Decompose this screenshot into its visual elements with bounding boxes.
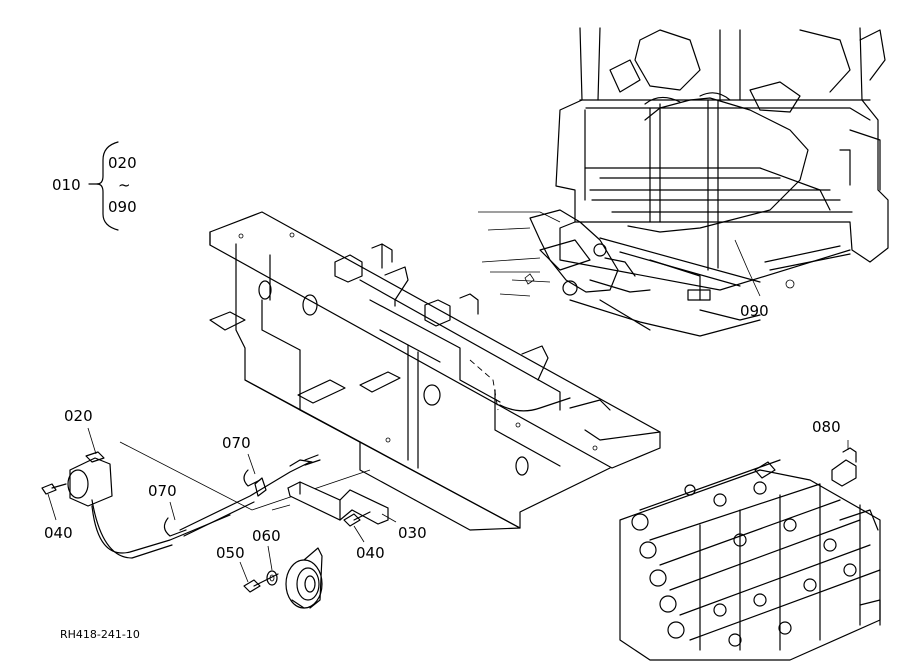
washer-060 <box>266 570 278 586</box>
callout-010: 010 <box>52 176 81 194</box>
callout-020-range-start: 020 <box>108 154 137 172</box>
range-tilde: ~ <box>118 176 131 194</box>
callout-020: 020 <box>64 407 93 425</box>
figure-id: RH418-241-10 <box>60 628 140 641</box>
control-valve <box>619 440 881 661</box>
callout-080: 080 <box>812 418 841 436</box>
callout-070-upper: 070 <box>222 434 251 452</box>
callout-070-lower: 070 <box>148 482 177 500</box>
callout-090-range-end: 090 <box>108 198 137 216</box>
bolt-040-left <box>41 483 67 495</box>
machine-rear-view <box>478 27 889 337</box>
callout-030: 030 <box>398 524 427 542</box>
callout-060: 060 <box>252 527 281 545</box>
sensor-020 <box>67 451 231 559</box>
callout-050: 050 <box>216 544 245 562</box>
bracket-030 <box>287 481 389 525</box>
horn <box>285 547 323 609</box>
callout-090: 090 <box>740 302 769 320</box>
callout-040-right: 040 <box>356 544 385 562</box>
bolt-040-right <box>343 511 371 527</box>
group-bracket: 010 020 ~ 090 <box>52 141 137 231</box>
harness <box>119 441 371 537</box>
bolt-050 <box>243 573 279 593</box>
callout-040-left: 040 <box>44 524 73 542</box>
base-frame <box>209 211 661 531</box>
